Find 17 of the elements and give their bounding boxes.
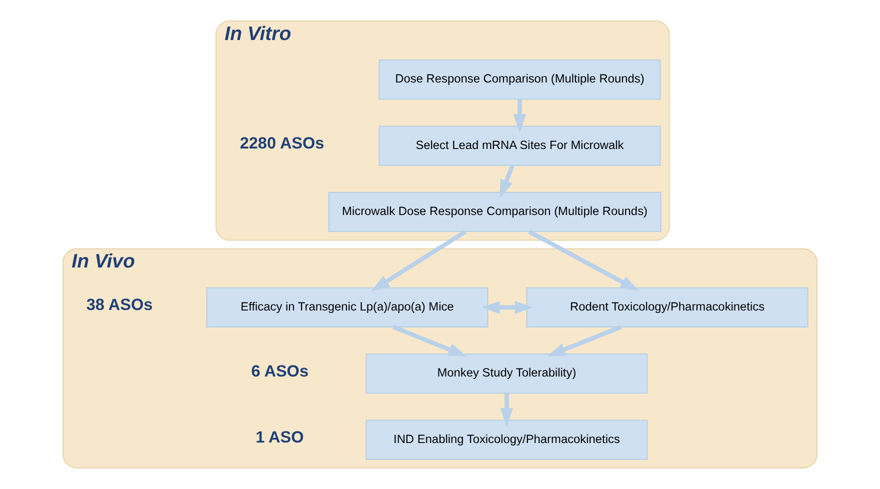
arrow	[371, 230, 466, 292]
node-label: 2280 ASOs	[240, 134, 324, 152]
node-box: Dose Response Comparison (Multiple Rounds)	[378, 60, 661, 100]
node-label: 1 ASO	[256, 428, 304, 446]
node-box: Select Lead mRNA Sites For Microwalk	[378, 126, 661, 166]
arrow	[500, 393, 514, 427]
node-box: Efficacy in Transgenic Lp(a)/apo(a) Mice	[206, 287, 488, 328]
arrow	[528, 230, 639, 291]
node-box: Rodent Toxicology/Pharmacokinetics	[526, 287, 808, 328]
node-label: 38 ASOs	[86, 296, 153, 314]
node-label: 6 ASOs	[251, 362, 309, 380]
node-box: Monkey Study Tolerability)	[366, 354, 648, 394]
node-box: Microwalk Dose Response Comparison (Multiple Rounds)	[328, 192, 662, 232]
arrow	[513, 99, 526, 133]
node-box: IND Enabling Toxicology/Pharmacokinetics	[366, 420, 648, 460]
arrow	[500, 164, 515, 198]
arrow	[481, 300, 534, 314]
